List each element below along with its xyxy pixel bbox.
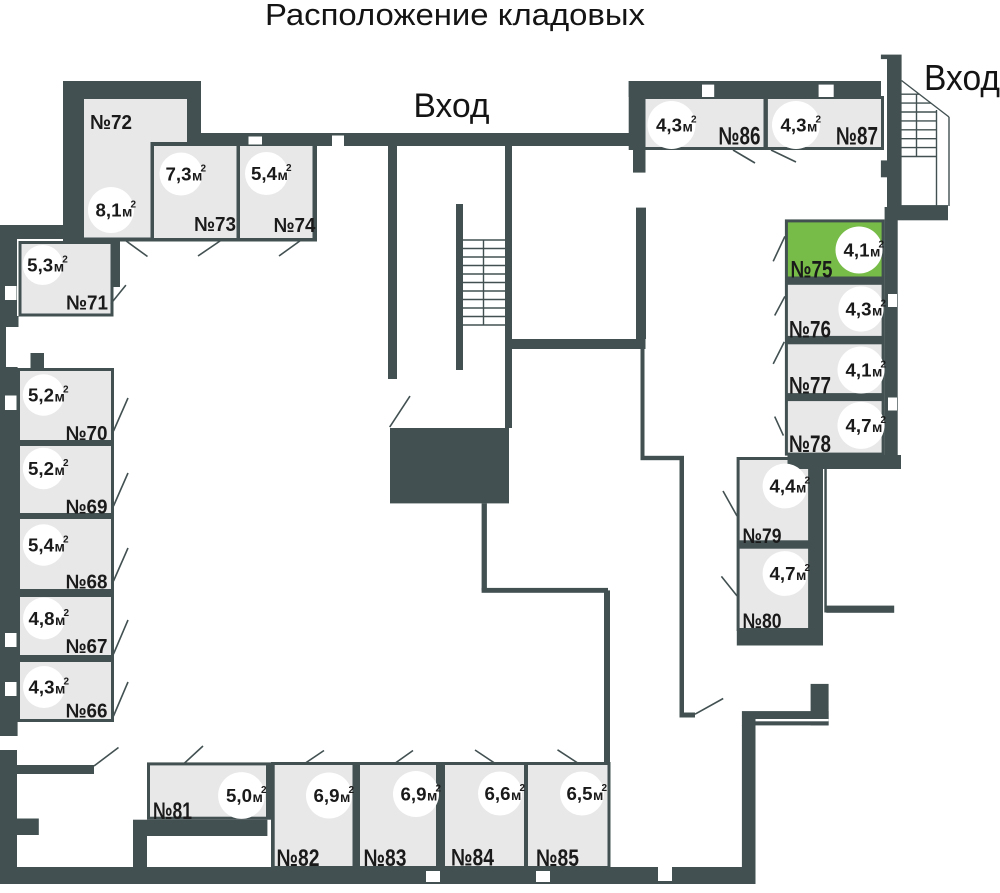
svg-text:м: м: [870, 244, 880, 260]
svg-text:м: м: [807, 119, 817, 135]
svg-text:№80: №80: [743, 610, 782, 633]
svg-text:м: м: [872, 364, 882, 380]
svg-text:4,3: 4,3: [29, 678, 55, 698]
svg-text:№76: №76: [789, 317, 831, 344]
svg-text:2: 2: [201, 164, 207, 175]
svg-text:4,3: 4,3: [781, 116, 807, 136]
svg-text:№78: №78: [789, 431, 831, 458]
svg-text:6,5: 6,5: [567, 784, 593, 804]
svg-text:2: 2: [64, 677, 70, 688]
svg-text:№72: №72: [90, 111, 132, 134]
svg-text:2: 2: [436, 784, 442, 795]
svg-text:4,1: 4,1: [846, 361, 872, 381]
svg-text:Вход: Вход: [924, 57, 1000, 98]
svg-text:5,0: 5,0: [226, 786, 252, 806]
svg-text:Расположение кладовых: Расположение кладовых: [265, 0, 646, 32]
svg-text:8,1: 8,1: [96, 201, 122, 221]
svg-text:2: 2: [63, 458, 69, 469]
svg-text:2: 2: [62, 255, 68, 266]
svg-text:м: м: [427, 788, 437, 804]
svg-text:4,1: 4,1: [844, 241, 870, 261]
svg-text:м: м: [55, 462, 65, 478]
svg-text:№82: №82: [277, 845, 320, 872]
svg-text:№69: №69: [66, 497, 108, 519]
svg-text:№74: №74: [274, 214, 317, 237]
svg-text:5,2: 5,2: [28, 386, 54, 406]
svg-text:2: 2: [805, 476, 811, 487]
svg-text:№68: №68: [66, 572, 108, 594]
svg-text:2: 2: [881, 360, 887, 371]
svg-text:5,2: 5,2: [28, 459, 54, 479]
svg-text:2: 2: [691, 115, 697, 126]
svg-text:4,8: 4,8: [29, 609, 55, 629]
svg-text:4,7: 4,7: [770, 564, 796, 584]
svg-text:м: м: [796, 480, 806, 496]
svg-text:2: 2: [63, 385, 69, 396]
svg-text:м: м: [340, 789, 350, 805]
svg-text:м: м: [278, 167, 288, 183]
svg-text:м: м: [511, 787, 521, 803]
svg-text:2: 2: [131, 200, 137, 211]
svg-text:м: м: [192, 168, 202, 184]
svg-text:2: 2: [879, 240, 885, 251]
svg-text:№70: №70: [66, 423, 108, 445]
svg-text:6,9: 6,9: [314, 786, 340, 806]
svg-text:№85: №85: [536, 845, 579, 872]
svg-text:№79: №79: [743, 525, 782, 548]
svg-text:5,4: 5,4: [28, 536, 54, 556]
svg-text:№77: №77: [789, 373, 831, 400]
svg-text:м: м: [593, 787, 603, 803]
svg-text:м: м: [872, 303, 882, 319]
svg-text:м: м: [253, 789, 263, 805]
svg-text:2: 2: [520, 783, 526, 794]
svg-text:№86: №86: [719, 123, 761, 151]
svg-text:2: 2: [349, 785, 355, 796]
svg-text:6,6: 6,6: [485, 784, 511, 804]
svg-text:м: м: [54, 259, 64, 275]
svg-text:м: м: [55, 681, 65, 697]
svg-text:5,3: 5,3: [27, 256, 53, 276]
svg-text:м: м: [55, 612, 65, 628]
svg-text:м: м: [872, 419, 882, 435]
svg-text:Вход: Вход: [414, 87, 490, 125]
svg-text:м: м: [55, 389, 65, 405]
svg-text:№66: №66: [66, 701, 108, 723]
svg-text:6,9: 6,9: [401, 785, 427, 805]
svg-text:2: 2: [64, 608, 70, 619]
svg-text:№84: №84: [451, 845, 495, 872]
svg-text:2: 2: [816, 115, 822, 126]
svg-text:2: 2: [881, 299, 887, 310]
svg-text:№73: №73: [194, 213, 236, 236]
svg-text:№71: №71: [66, 292, 108, 315]
svg-text:2: 2: [63, 535, 69, 546]
svg-text:2: 2: [805, 563, 811, 574]
svg-text:2: 2: [881, 415, 887, 426]
svg-text:№75: №75: [791, 257, 833, 284]
svg-text:4,4: 4,4: [770, 477, 796, 497]
svg-text:4,7: 4,7: [846, 416, 872, 436]
svg-text:2: 2: [261, 785, 267, 796]
svg-text:№87: №87: [836, 123, 878, 151]
svg-text:5,4: 5,4: [251, 164, 277, 184]
svg-text:2: 2: [602, 783, 608, 794]
svg-text:№67: №67: [66, 636, 108, 658]
svg-text:м: м: [796, 567, 806, 583]
svg-text:м: м: [122, 204, 132, 220]
svg-text:4,3: 4,3: [846, 300, 872, 320]
svg-text:7,3: 7,3: [166, 165, 192, 185]
svg-text:№81: №81: [153, 798, 192, 825]
svg-text:4,3: 4,3: [656, 116, 682, 136]
svg-text:2: 2: [286, 163, 292, 174]
svg-text:м: м: [683, 119, 693, 135]
svg-text:№83: №83: [364, 845, 407, 872]
svg-text:м: м: [55, 539, 65, 555]
